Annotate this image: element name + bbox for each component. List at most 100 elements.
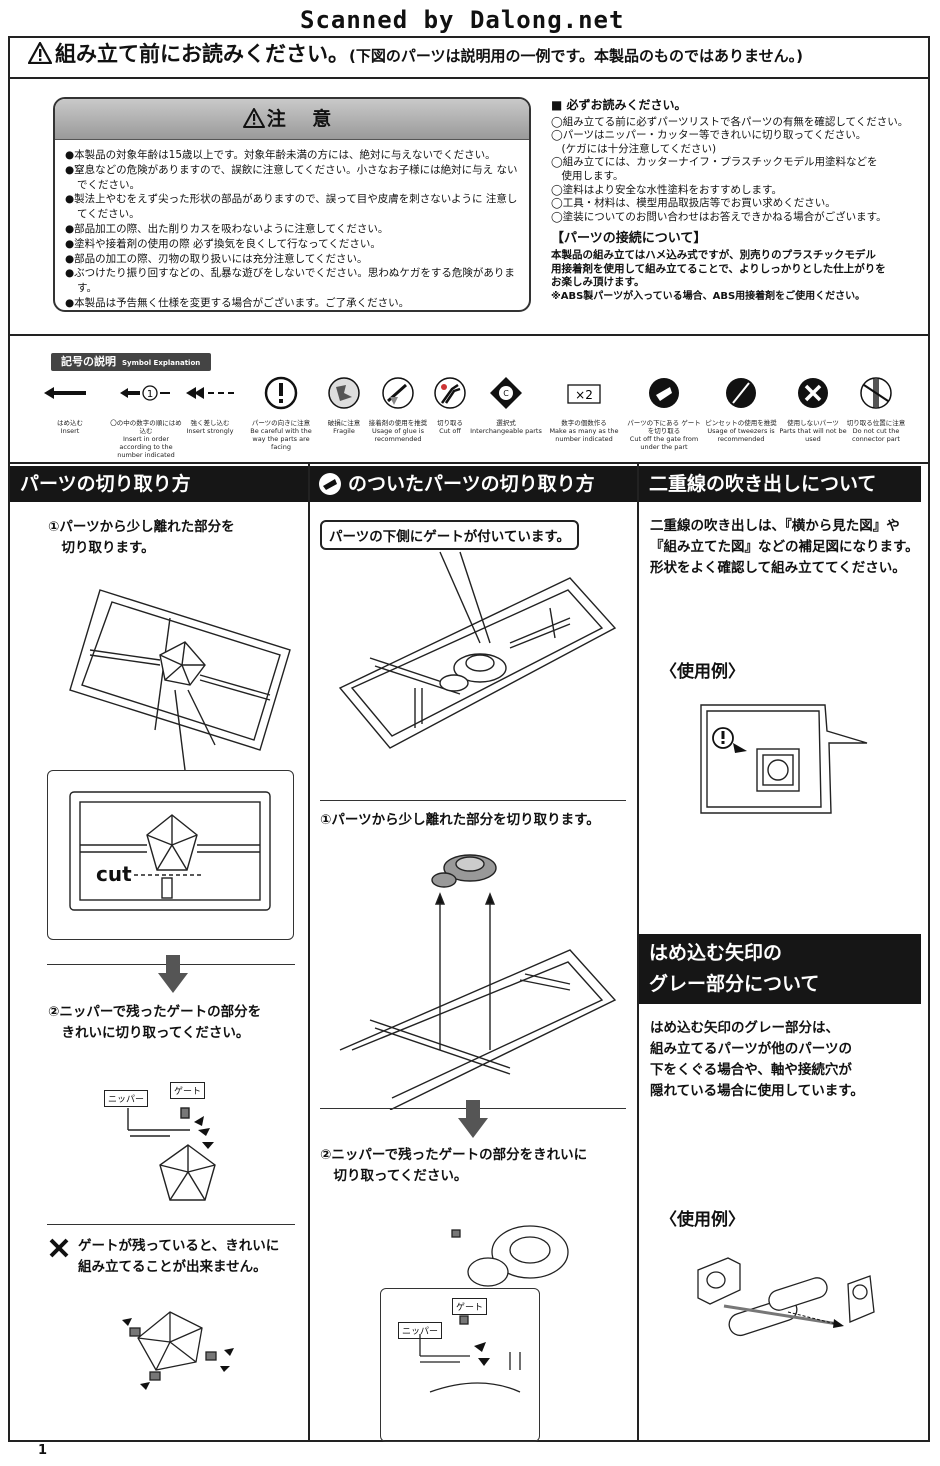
step-1-text: ①パーツから少し離れた部分を切り取ります。 bbox=[320, 812, 600, 828]
connect-text: お楽しみ頂けます。 bbox=[551, 276, 645, 289]
step-2-text: ②ニッパーで残ったゲートの部分をきれいに 切り取ってください。 bbox=[320, 1147, 588, 1184]
note-item: ◯塗装についてのお問い合わせはお答えできかねる場合がございます。 bbox=[551, 210, 887, 223]
column-divider bbox=[637, 462, 639, 1442]
tweezers-icon bbox=[726, 378, 756, 408]
zoomed-runner-diagram bbox=[69, 791, 271, 911]
step-1-text: ①パーツから少し離れた部分を 切り取ります。 bbox=[48, 519, 235, 556]
svg-text:×2: ×2 bbox=[575, 388, 593, 402]
warning-icon bbox=[242, 108, 265, 128]
caution-list: ●本製品の対象年齢は15歳以上です。対象年齢未満の方には、絶対に与えないでくださ… bbox=[55, 140, 529, 310]
runner-diagram bbox=[69, 589, 291, 771]
gray-arrow-explanation: はめ込む矢印のグレー部分は、組み立てるパーツが他のパーツの下をくぐる場合や、軸や… bbox=[650, 1020, 864, 1099]
note-item: ◯工具・材料は、模型用品取扱店等でお買い求めください。 bbox=[551, 197, 836, 210]
connect-text: ※ABS製パーツが入っている場合、ABS用接着剤をご使用ください。 bbox=[551, 290, 866, 302]
down-arrow-icon bbox=[158, 955, 188, 993]
warning-icon bbox=[28, 42, 52, 64]
down-arrow-icon bbox=[458, 1100, 488, 1138]
note-item: ◯塗料はより安全な水性塗料をおすすめします。 bbox=[551, 183, 782, 196]
select-icon: C bbox=[490, 377, 522, 409]
note-item: (ケガには十分注意してください) bbox=[551, 142, 717, 155]
divider bbox=[320, 800, 626, 801]
cut-label: cut bbox=[96, 862, 132, 886]
caution-item: ●製法上やむをえず尖った形状の部品がありますので、誤って目や皮膚を刺さないように… bbox=[65, 193, 518, 221]
gate-trim-diagram bbox=[127, 1107, 216, 1201]
gate-removal-diagram bbox=[339, 854, 617, 1110]
glue-icon bbox=[382, 377, 414, 409]
divider bbox=[8, 334, 930, 336]
gate-callout: パーツの下側にゲートが付いています。 bbox=[320, 520, 579, 550]
watermark: Scanned by Dalong.net bbox=[300, 6, 625, 34]
gate-label: ゲート bbox=[170, 1082, 206, 1099]
notes-heading: ■ 必ずお読みください。 bbox=[551, 98, 687, 112]
gate-label: ゲート bbox=[452, 1298, 488, 1315]
caution-item: ●本製品は予告無く仕様を変更する場合がございます。ご了承ください。 bbox=[65, 296, 410, 309]
page-number: 1 bbox=[38, 1443, 48, 1458]
gate-under-icon bbox=[319, 473, 341, 495]
gate-close-diagram bbox=[419, 1315, 521, 1393]
page-title: 組み立て前にお読みください。(下図のパーツは説明用の一例です。本製品のものではあ… bbox=[55, 42, 803, 66]
gray-arrow-example bbox=[697, 1257, 875, 1337]
read-notes: ■ 必ずお読みください。 ◯組み立てる前に必ずパーツリストで各パーツの有無を確認… bbox=[551, 98, 921, 303]
caution-item: ●部品の加工の際、刃物の取り扱いには充分注意してください。 bbox=[65, 252, 368, 265]
zoom-box bbox=[47, 770, 294, 940]
caution-heading: 注 意 bbox=[55, 99, 529, 140]
caution-box: 注 意 ●本製品の対象年齢は15歳以上です。対象年齢未満の方には、絶対に与えない… bbox=[53, 97, 531, 312]
double-arrow-icon bbox=[186, 387, 234, 399]
section-title-double-bubble: 二重線の吹き出しについて bbox=[639, 466, 921, 502]
connect-text: 本製品の組み立てはハメ込み式ですが、別売りのプラスチックモデル bbox=[551, 248, 876, 261]
example-label: 〈使用例〉 bbox=[660, 662, 745, 682]
bad-gate-diagram bbox=[122, 1311, 234, 1390]
section-title-gray-arrow: はめ込む矢印のグレー部分について bbox=[639, 934, 921, 1004]
caution-item: ●ぶつけたり振り回すなどの、乱暴な遊びをしないでください。思わぬケガをする危険が… bbox=[65, 267, 515, 295]
note-item: ◯組み立てる前に必ずパーツリストで各パーツの有無を確認してください。 bbox=[551, 115, 909, 128]
step-2-text: ②ニッパーで残ったゲートの部分を きれいに切り取ってください。 bbox=[48, 1004, 262, 1041]
close-icon bbox=[798, 378, 828, 408]
warning-text: ゲートが残っていると、きれいに組み立てることが出来ません。 bbox=[78, 1238, 280, 1275]
divider bbox=[8, 462, 930, 464]
example-label: 〈使用例〉 bbox=[660, 1210, 745, 1230]
divider bbox=[8, 77, 930, 79]
double-bubble-example bbox=[700, 704, 868, 814]
svg-text:1: 1 bbox=[147, 389, 153, 400]
double-bubble-explanation: 二重線の吹き出しは、『横から見た図』や『組み立てた図』などの補足図になります。形… bbox=[650, 518, 919, 576]
gate-under-icon bbox=[649, 378, 679, 408]
part-gear-diagram bbox=[451, 1225, 569, 1287]
arrow-left-icon bbox=[44, 387, 86, 399]
caution-item: ●窒息などの危険がありますので、誤飲に注意してください。小さなお子様には絶対に与… bbox=[65, 163, 518, 191]
nipper-icon bbox=[434, 377, 466, 409]
broken-part-icon bbox=[328, 377, 360, 409]
zoom-box bbox=[380, 1288, 540, 1442]
exclamation-icon bbox=[264, 376, 298, 410]
note-item: ◯組み立てには、カッターナイフ・プラスチックモデル用塗料などを bbox=[551, 156, 878, 169]
numbered-arrow-icon: 1 bbox=[120, 385, 170, 401]
cut-position-icon bbox=[860, 377, 892, 409]
gate-runner-diagram bbox=[338, 551, 617, 749]
note-item: ◯パーツはニッパー・カッター等できれいに切り取ってください。 bbox=[551, 129, 867, 142]
section-title-gate-cutting: のついたパーツの切り取り方 bbox=[310, 466, 637, 502]
divider bbox=[47, 1224, 295, 1225]
caution-item: ●本製品の対象年齢は15歳以上です。対象年齢未満の方には、絶対に与えないでくださ… bbox=[65, 149, 496, 161]
multiply-icon: ×2 bbox=[567, 384, 601, 404]
note-item: 使用します。 bbox=[551, 169, 624, 182]
connect-text: 用接着剤を使用して組み立てることで、よりしっかりとした仕上がりを bbox=[551, 262, 886, 275]
nipper-label: ニッパー bbox=[104, 1090, 149, 1107]
caution-item: ●塗料や接着剤の使用の際 必ず換気を良くして行なってください。 bbox=[65, 237, 381, 250]
svg-text:C: C bbox=[503, 389, 509, 398]
column-divider bbox=[308, 462, 310, 1442]
cross-icon bbox=[49, 1238, 69, 1258]
section-title-cutting: パーツの切り取り方 bbox=[10, 466, 308, 502]
